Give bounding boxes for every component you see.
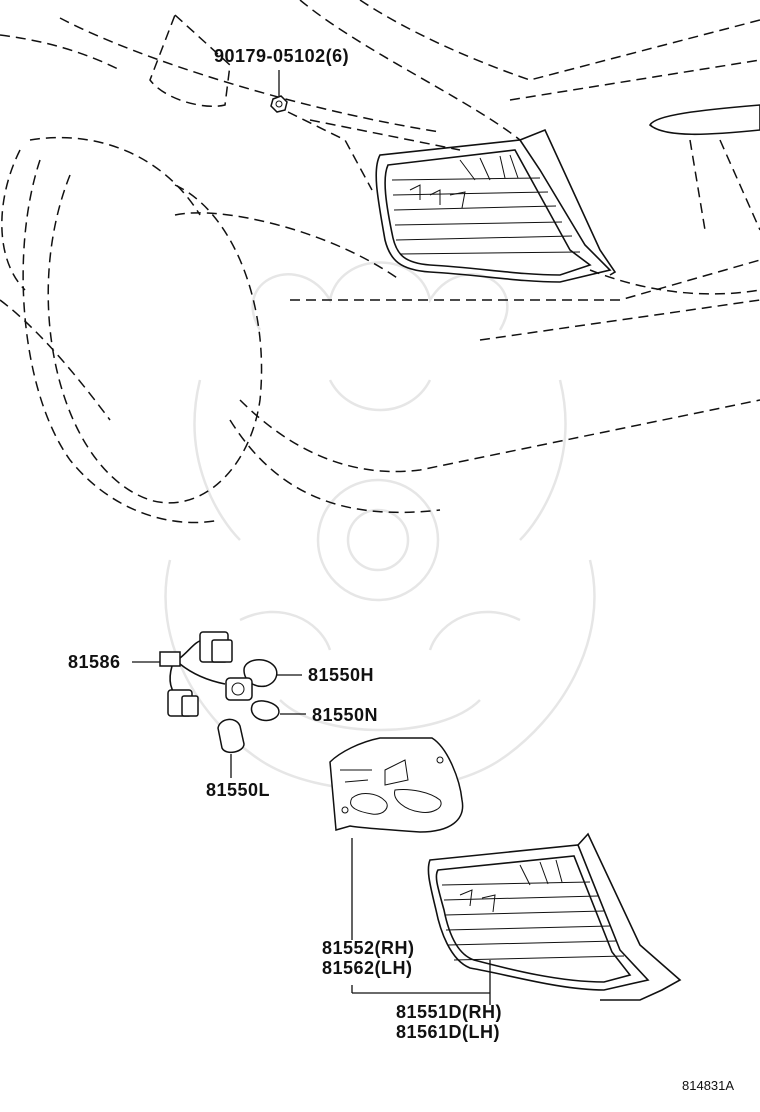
- wire-harness-81586: [132, 631, 253, 717]
- label-bulb-81550L: 81550L: [206, 780, 271, 800]
- label-lamp-rh: 81551D(RH): [396, 1002, 503, 1022]
- nut-part: [270, 70, 461, 191]
- socket-plate: [329, 737, 464, 940]
- tail-lamp-assembly: [427, 832, 682, 1001]
- label-bulb-81550H: 81550H: [308, 665, 375, 685]
- label-bolt-90179-05102: 90179-05102(6): [214, 46, 350, 66]
- label-lamp-lh: 81561D(LH): [396, 1022, 501, 1042]
- watermark-emblem: [164, 261, 596, 792]
- label-plate-lh: 81562(LH): [322, 958, 413, 978]
- illustration-id: 814831A: [682, 1078, 735, 1093]
- bulb-81550N: [250, 700, 306, 722]
- vehicle-body-outline: [0, 0, 760, 524]
- installed-tail-lamp: [375, 104, 760, 283]
- assembly-leader-bracket: [351, 960, 491, 1005]
- label-plate-rh: 81552(RH): [322, 938, 415, 958]
- label-wire-81586: 81586: [68, 652, 121, 672]
- label-bulb-81550N: 81550N: [312, 705, 379, 725]
- bulb-81550L: [217, 718, 245, 778]
